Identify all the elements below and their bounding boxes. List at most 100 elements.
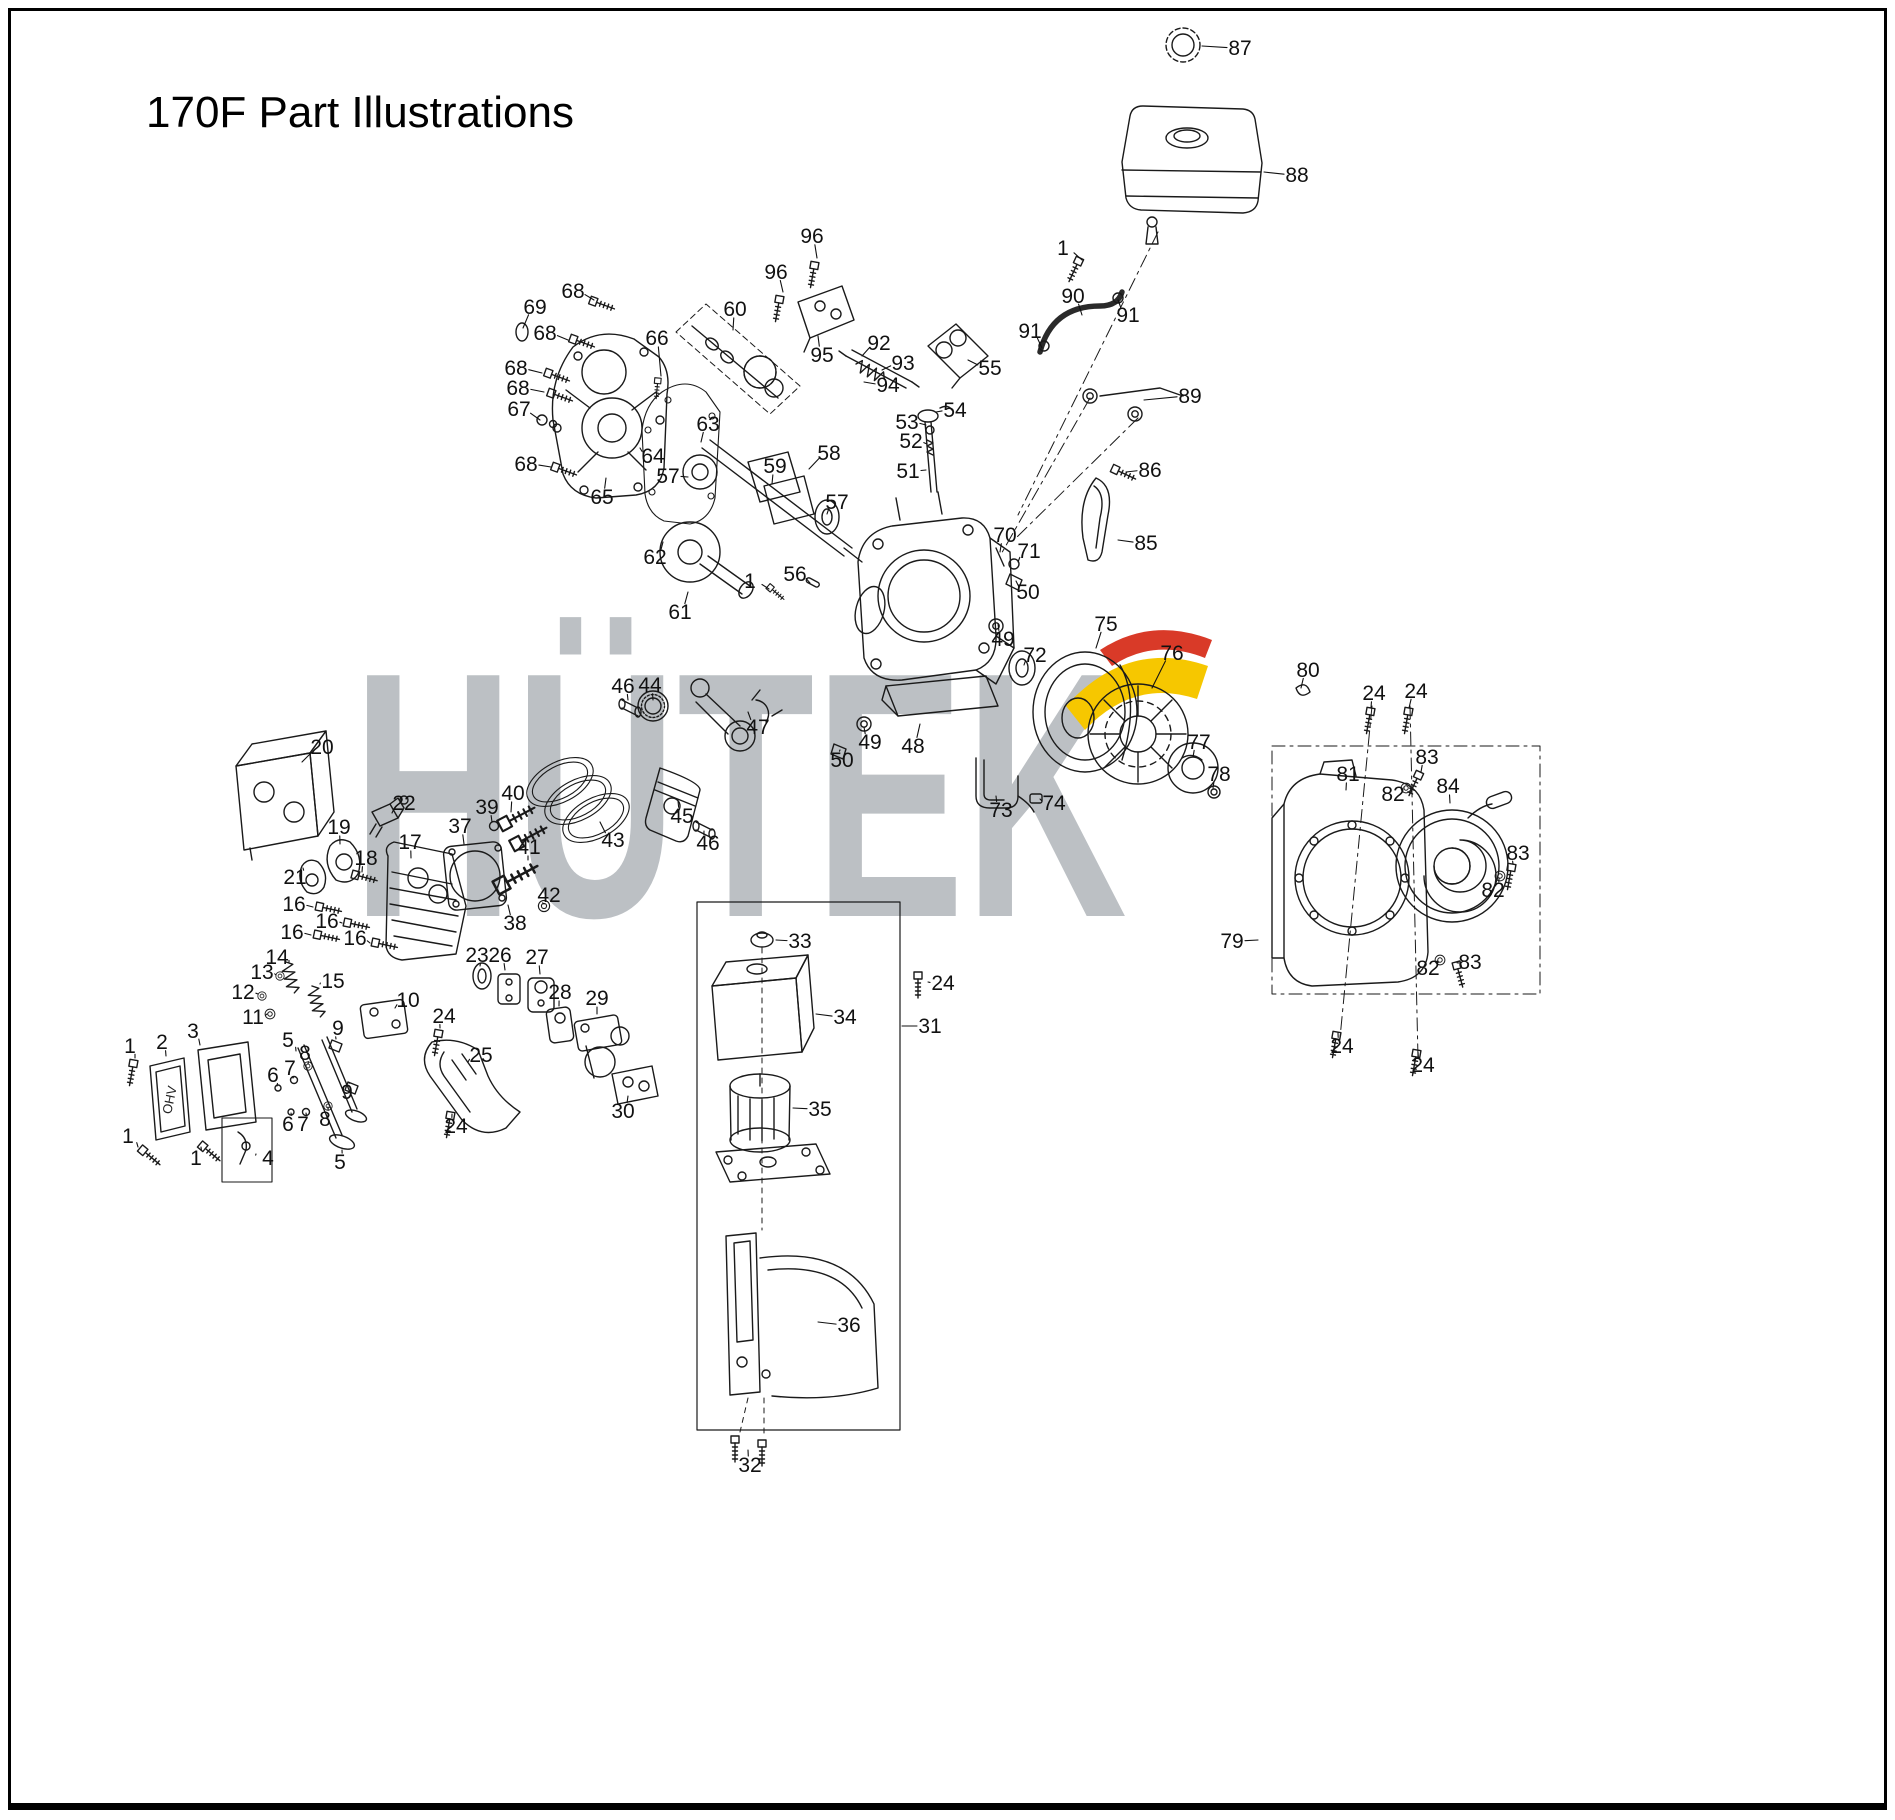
part-callout-35: 35: [808, 1098, 831, 1121]
part-callout-63: 63: [696, 413, 719, 436]
part-callout-91: 91: [1018, 320, 1041, 343]
callout-leader-line: [826, 508, 830, 515]
carburetor: [573, 1014, 630, 1079]
part-callout-16: 16: [280, 921, 303, 944]
part-callout-77: 77: [1187, 731, 1210, 754]
part-callout-50: 50: [1016, 581, 1039, 604]
part-callout-46: 46: [696, 832, 719, 855]
callout-leader-line: [556, 335, 569, 341]
callout-leader-line: [771, 474, 774, 485]
callout-leader-line: [1263, 171, 1285, 175]
part-callout-58: 58: [817, 442, 840, 465]
air-filter-element: [715, 1073, 831, 1183]
part-callout-49: 49: [991, 628, 1014, 651]
callout-leader-line: [1436, 960, 1439, 964]
part-callout-11: 11: [242, 1006, 264, 1029]
callout-leader-line: [1420, 764, 1423, 773]
callout-leader-line: [657, 346, 662, 377]
part-callout-92: 92: [867, 332, 890, 355]
callout-leader-line: [584, 293, 595, 301]
ignition-coil: [927, 323, 989, 389]
callout-leader-line: [503, 962, 506, 971]
spark-plug: [369, 795, 409, 838]
part-callout-59: 59: [763, 455, 786, 478]
part-callout-87: 87: [1228, 37, 1251, 60]
callout-leader-line: [919, 422, 927, 426]
watermark-text: HÜTEK: [352, 600, 1127, 991]
part-callout-39: 39: [475, 796, 498, 819]
part-callout-94: 94: [876, 374, 900, 397]
logo-swoosh-red: [1100, 630, 1212, 666]
part-callout-69: 69: [523, 296, 546, 319]
part-callout-8: 8: [299, 1042, 311, 1065]
part-callout-5: 5: [282, 1029, 294, 1052]
callout-leader-line: [732, 317, 735, 331]
part-callout-76: 76: [1160, 642, 1183, 665]
part-callout-78: 78: [1207, 763, 1230, 786]
part-callout-65: 65: [590, 486, 613, 509]
callout-leader-line: [304, 932, 312, 936]
part-callout-18: 18: [354, 847, 377, 870]
part-callout-27: 27: [525, 946, 548, 969]
part-callout-90: 90: [1061, 285, 1084, 308]
part-callout-68: 68: [506, 377, 529, 400]
callout-leader-line: [935, 410, 943, 413]
callout-leader-line: [530, 388, 545, 393]
part-callout-68: 68: [514, 453, 537, 476]
callout-leader-line: [1078, 303, 1083, 316]
callout-leader-line: [677, 800, 680, 808]
part-callout-12: 12: [231, 981, 254, 1004]
intake-elbow-gasket: [611, 1065, 659, 1105]
part-callout-80: 80: [1296, 659, 1319, 682]
callout-leader-line: [529, 412, 541, 421]
callout-leader-line: [301, 751, 313, 763]
callout-leader-line: [817, 335, 820, 347]
part-callout-85: 85: [1134, 532, 1157, 555]
callout-leader-line: [538, 464, 552, 468]
callout-leader-line: [467, 1058, 471, 1063]
oil-seal-parts: [830, 547, 1036, 760]
cover-gasket: [641, 383, 721, 525]
head-gasket-lower: [197, 1041, 257, 1131]
head-studs: [312, 801, 551, 953]
page-title: 170F Part Illustrations: [146, 88, 574, 137]
part-callout-8: 8: [319, 1108, 331, 1131]
part-callout-42: 42: [537, 884, 560, 907]
part-callout-25: 25: [469, 1044, 492, 1067]
dipstick: [917, 405, 953, 493]
misc-bolts: [1064, 255, 1085, 284]
part-callout-24: 24: [1411, 1054, 1435, 1077]
part-callout-62: 62: [643, 546, 666, 569]
part-callout-10: 10: [396, 989, 419, 1012]
part-callout-79: 79: [1220, 930, 1243, 953]
part-callout-5: 5: [334, 1151, 346, 1174]
control-bracket: [770, 260, 855, 353]
crankcase: [854, 491, 1015, 717]
callout-leader-line: [881, 365, 892, 371]
callout-leader-line: [995, 795, 998, 803]
part-callout-68: 68: [561, 280, 584, 303]
part-callout-64: 64: [641, 445, 665, 468]
callout-leader-line: [1201, 45, 1228, 49]
callout-leader-line: [1151, 660, 1167, 689]
logo-swoosh-yellow: [1066, 657, 1208, 730]
piston-rings: [526, 757, 630, 843]
part-callout-32: 32: [738, 1454, 761, 1477]
callout-leader-line: [861, 347, 870, 357]
part-callout-50: 50: [830, 749, 853, 772]
camshaft: [675, 303, 801, 415]
part-callout-66: 66: [645, 327, 668, 350]
air-cleaner-box: [696, 901, 923, 1431]
callout-leader-line: [920, 469, 927, 472]
callout-leader-line: [394, 1004, 398, 1009]
callout-leader-line: [462, 834, 465, 845]
part-callout-34: 34: [833, 1006, 857, 1029]
part-callout-83: 83: [1415, 746, 1438, 769]
part-callout-93: 93: [891, 352, 914, 375]
part-callout-30: 30: [611, 1100, 634, 1123]
part-callout-24: 24: [432, 1005, 456, 1028]
callout-leader-line: [542, 902, 545, 905]
part-callout-96: 96: [800, 225, 823, 248]
callout-leader-line: [775, 939, 788, 942]
